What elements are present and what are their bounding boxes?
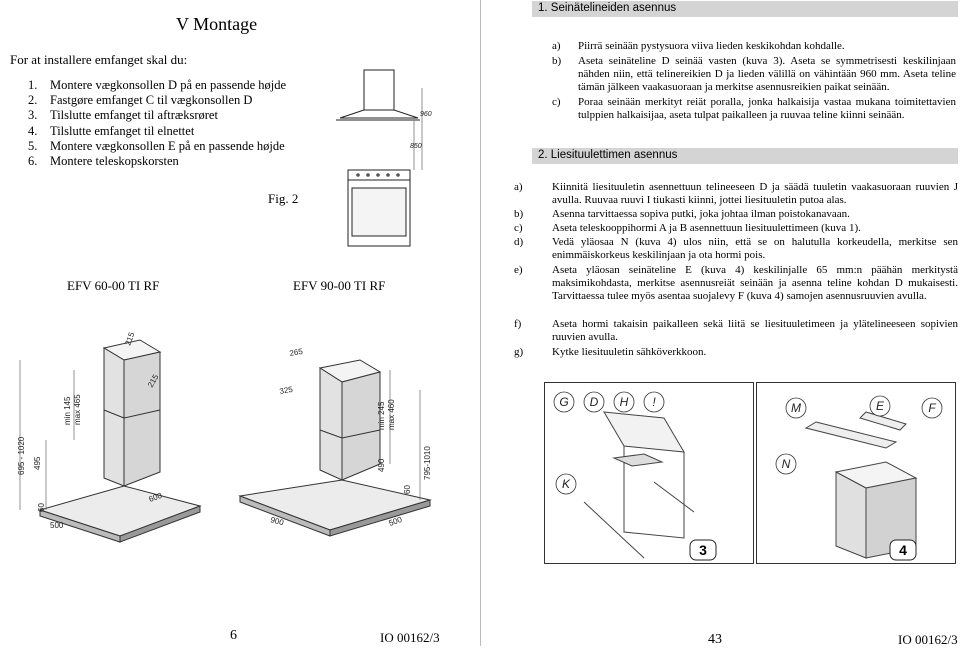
list-item: c)Poraa seinään merkityt reiät poralla, … [552, 96, 956, 122]
list-item: f)Aseta hormi takaisin paikalleen sekä l… [514, 318, 958, 344]
intro-text: For at installere emfanget skal du: [10, 52, 188, 67]
svg-text:N: N [782, 457, 791, 471]
section-header: 1. Seinätelineiden asennus [532, 1, 958, 17]
page-number: 43 [708, 632, 722, 647]
page-title: V Montage [176, 14, 258, 34]
page-divider [480, 0, 481, 646]
list-item: a)Kiinnitä liesituuletin asennettuun tel… [514, 181, 958, 207]
svg-text:F: F [928, 401, 936, 415]
list-item: e)Aseta yläosan seinäteline E (kuva 4) k… [514, 264, 958, 303]
svg-text:!: ! [652, 395, 656, 409]
svg-text:E: E [876, 399, 885, 413]
list-item: 2.Fastgøre emfanget C til vægkonsollen D [28, 93, 253, 108]
list-item: c)Aseta teleskooppihormi A ja B asennett… [514, 222, 861, 234]
svg-text:max 465: max 465 [73, 394, 82, 425]
figure-4-drawing: M E F N 4 [756, 382, 956, 564]
svg-text:min 145: min 145 [63, 396, 72, 425]
list-item: 4.Tilslutte emfanget til elnettet [28, 123, 195, 138]
svg-text:490: 490 [377, 458, 386, 472]
svg-text:900: 900 [269, 515, 285, 527]
efv60-dimension-drawing: 215 215 min 145 max 465 695 - 1020 495 6… [17, 331, 202, 543]
dim-850: 850 [410, 143, 422, 150]
list-item: a)Piirrä seinään pystysuora viiva lieden… [552, 40, 845, 52]
svg-text:D: D [590, 395, 599, 409]
figure-label: Fig. 2 [268, 191, 299, 206]
document-code: IO 00162/3 [898, 632, 958, 647]
model-name: EFV 90-00 TI RF [293, 278, 386, 293]
svg-text:min 245: min 245 [377, 401, 386, 430]
figure-4-number: 4 [899, 542, 907, 558]
document-code: IO 00162/3 [380, 630, 440, 645]
list-item: 6.Montere teleskopskorsten [28, 154, 179, 169]
svg-text:325: 325 [279, 385, 294, 396]
figure-3-number: 3 [699, 542, 707, 558]
efv90-dimension-drawing: 265 325 min 245 max 460 490 795-1010 60 … [238, 347, 432, 537]
svg-text:265: 265 [289, 347, 304, 358]
svg-text:215: 215 [123, 331, 136, 347]
svg-text:60: 60 [403, 485, 412, 494]
svg-text:60: 60 [37, 503, 46, 512]
model-name: EFV 60-00 TI RF [67, 278, 160, 293]
svg-text:500: 500 [388, 515, 404, 528]
dim-960: 960 [420, 111, 432, 118]
svg-text:max 460: max 460 [387, 399, 396, 430]
list-item: 5.Montere vægkonsollen E på en passende … [28, 138, 285, 153]
svg-text:K: K [562, 477, 571, 491]
list-item: 1.Montere vægkonsollen D på en passende … [28, 78, 287, 92]
svg-text:M: M [791, 401, 801, 415]
list-item: b)Asenna tarvittaessa sopiva putki, joka… [514, 208, 850, 220]
svg-text:495: 495 [33, 456, 42, 470]
svg-text:500: 500 [50, 521, 64, 530]
list-item: g)Kytke liesituuletin sähköverkkoon. [514, 346, 707, 358]
page-number: 6 [230, 628, 237, 643]
svg-text:G: G [559, 395, 568, 409]
section-header: 2. Liesituulettimen asennus [532, 148, 958, 164]
fig2-hood-drawing: 960 850 [336, 69, 432, 247]
list-item: d)Vedä yläosaa N (kuva 4) ulos niin, ett… [514, 236, 958, 262]
steps-list: 1.Montere vægkonsollen D på en passende … [28, 78, 286, 169]
list-item: 3.Tilslutte emfanget til aftræksrøret [28, 108, 218, 123]
svg-text:695 - 1020: 695 - 1020 [17, 436, 26, 475]
list-item: b)Aseta seinäteline D seinää vasten (kuv… [552, 55, 956, 94]
svg-text:795-1010: 795-1010 [423, 446, 432, 480]
figure-3-drawing: G D H ! K 3 [544, 382, 754, 564]
svg-text:600: 600 [148, 491, 164, 504]
svg-text:H: H [620, 395, 629, 409]
